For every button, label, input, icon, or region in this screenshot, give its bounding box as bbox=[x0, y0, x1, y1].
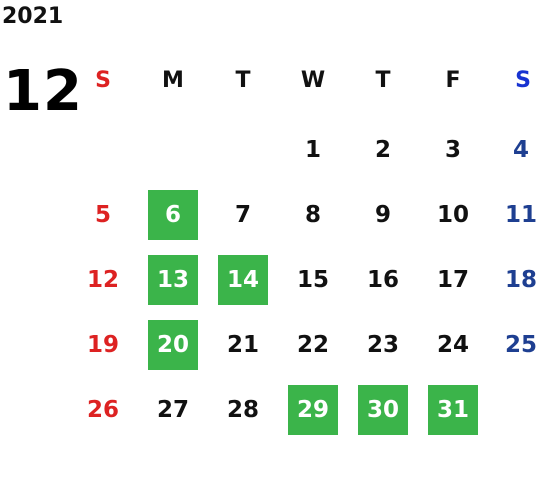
day-cell-24[interactable]: 24 bbox=[436, 332, 469, 358]
day-cell-26[interactable]: 26 bbox=[86, 397, 119, 423]
day-cell-16[interactable]: 16 bbox=[366, 267, 399, 293]
weekday-wednesday: W bbox=[300, 67, 326, 93]
weekday-saturday: S bbox=[515, 67, 531, 93]
weekday-thursday: T bbox=[375, 67, 391, 93]
weekday-tuesday: T bbox=[235, 67, 251, 93]
weekday-monday: M bbox=[162, 67, 184, 93]
day-cell-8[interactable]: 8 bbox=[304, 202, 321, 228]
weekday-friday: F bbox=[445, 67, 461, 93]
day-cell-27[interactable]: 27 bbox=[156, 397, 189, 423]
day-cell-31[interactable]: 31 bbox=[428, 385, 478, 435]
day-cell-14[interactable]: 14 bbox=[218, 255, 268, 305]
day-cell-13[interactable]: 13 bbox=[148, 255, 198, 305]
day-cell-12[interactable]: 12 bbox=[86, 267, 119, 293]
day-cell-4[interactable]: 4 bbox=[512, 137, 529, 163]
day-cell-7[interactable]: 7 bbox=[234, 202, 251, 228]
day-cell-25[interactable]: 25 bbox=[504, 332, 537, 358]
day-cell-29[interactable]: 29 bbox=[288, 385, 338, 435]
day-cell-17[interactable]: 17 bbox=[436, 267, 469, 293]
day-cell-1[interactable]: 1 bbox=[304, 137, 321, 163]
day-cell-22[interactable]: 22 bbox=[296, 332, 329, 358]
day-cell-28[interactable]: 28 bbox=[226, 397, 259, 423]
day-cell-15[interactable]: 15 bbox=[296, 267, 329, 293]
year-label: 2021 bbox=[2, 4, 64, 29]
day-cell-23[interactable]: 23 bbox=[366, 332, 399, 358]
day-cell-20[interactable]: 20 bbox=[148, 320, 198, 370]
month-label: 12 bbox=[3, 59, 83, 124]
day-cell-10[interactable]: 10 bbox=[436, 202, 469, 228]
day-cell-18[interactable]: 18 bbox=[504, 267, 537, 293]
day-cell-5[interactable]: 5 bbox=[94, 202, 111, 228]
day-cell-3[interactable]: 3 bbox=[444, 137, 461, 163]
day-cell-6[interactable]: 6 bbox=[148, 190, 198, 240]
day-cell-21[interactable]: 21 bbox=[226, 332, 259, 358]
weekday-sunday: S bbox=[95, 67, 111, 93]
day-cell-2[interactable]: 2 bbox=[374, 137, 391, 163]
day-cell-11[interactable]: 11 bbox=[504, 202, 537, 228]
day-cell-9[interactable]: 9 bbox=[374, 202, 391, 228]
day-cell-19[interactable]: 19 bbox=[86, 332, 119, 358]
day-cell-30[interactable]: 30 bbox=[358, 385, 408, 435]
